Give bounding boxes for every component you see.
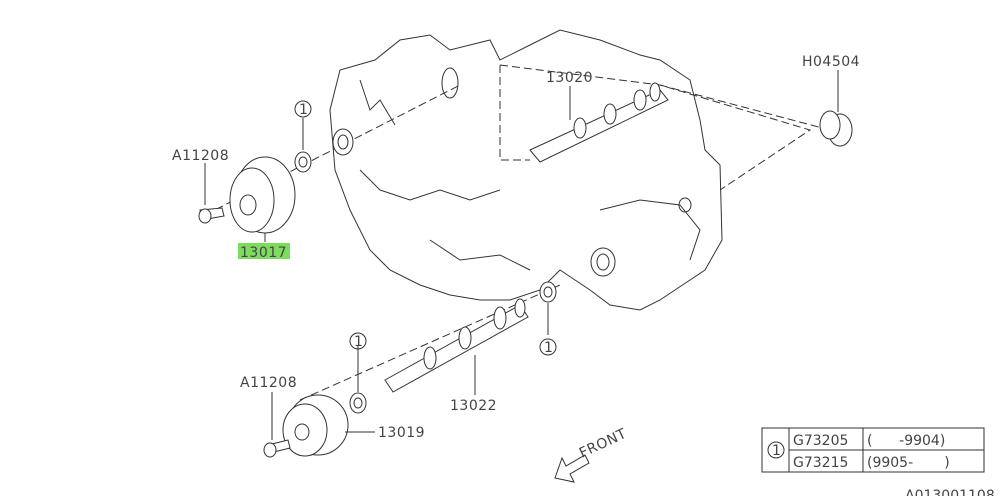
highlight-13017 [238, 243, 290, 259]
label-bolt-bottom[interactable]: A11208 [240, 375, 297, 391]
label-sprocket-13019[interactable]: 13019 [378, 425, 425, 441]
table-range: (9905- ) [867, 455, 950, 471]
sprocket-13017-drawing [229, 156, 296, 234]
table-range: ( -9904) [867, 433, 945, 449]
bolt-drawings [198, 207, 291, 458]
label-camshaft-13020[interactable]: 13020 [546, 70, 593, 86]
sprocket-13019-drawing [282, 394, 349, 457]
ref-table: 1 G73205 ( -9904) G73215 (9905- ) [761, 427, 985, 473]
camshaft-13020-drawing [529, 82, 669, 163]
oil-seal-drawings [294, 128, 557, 414]
ref-marker: 1 [349, 332, 367, 350]
label-plug-h04504[interactable]: H04504 [802, 54, 860, 70]
label-bolt-top[interactable]: A11208 [172, 148, 229, 164]
ref-marker: 1 [294, 100, 312, 118]
front-arrow-icon: FRONT [554, 426, 629, 483]
svg-text:1: 1 [772, 443, 781, 459]
label-sprocket-13017[interactable]: 13017 [240, 245, 287, 261]
svg-text:1: 1 [544, 340, 553, 356]
ref-marker: 1 [539, 338, 557, 356]
svg-text:1: 1 [299, 102, 308, 118]
svg-text:1: 1 [354, 334, 363, 350]
cylinder-head-drawing [329, 29, 723, 311]
label-camshaft-13022[interactable]: 13022 [450, 398, 497, 414]
table-part: G73215 [793, 455, 848, 471]
camshaft-13022-drawing [384, 298, 529, 393]
svg-text:FRONT: FRONT [577, 426, 629, 462]
diagram-code: A013001108 [905, 488, 995, 496]
plug-h04504-drawing [819, 110, 853, 147]
table-part: G73205 [793, 433, 848, 449]
